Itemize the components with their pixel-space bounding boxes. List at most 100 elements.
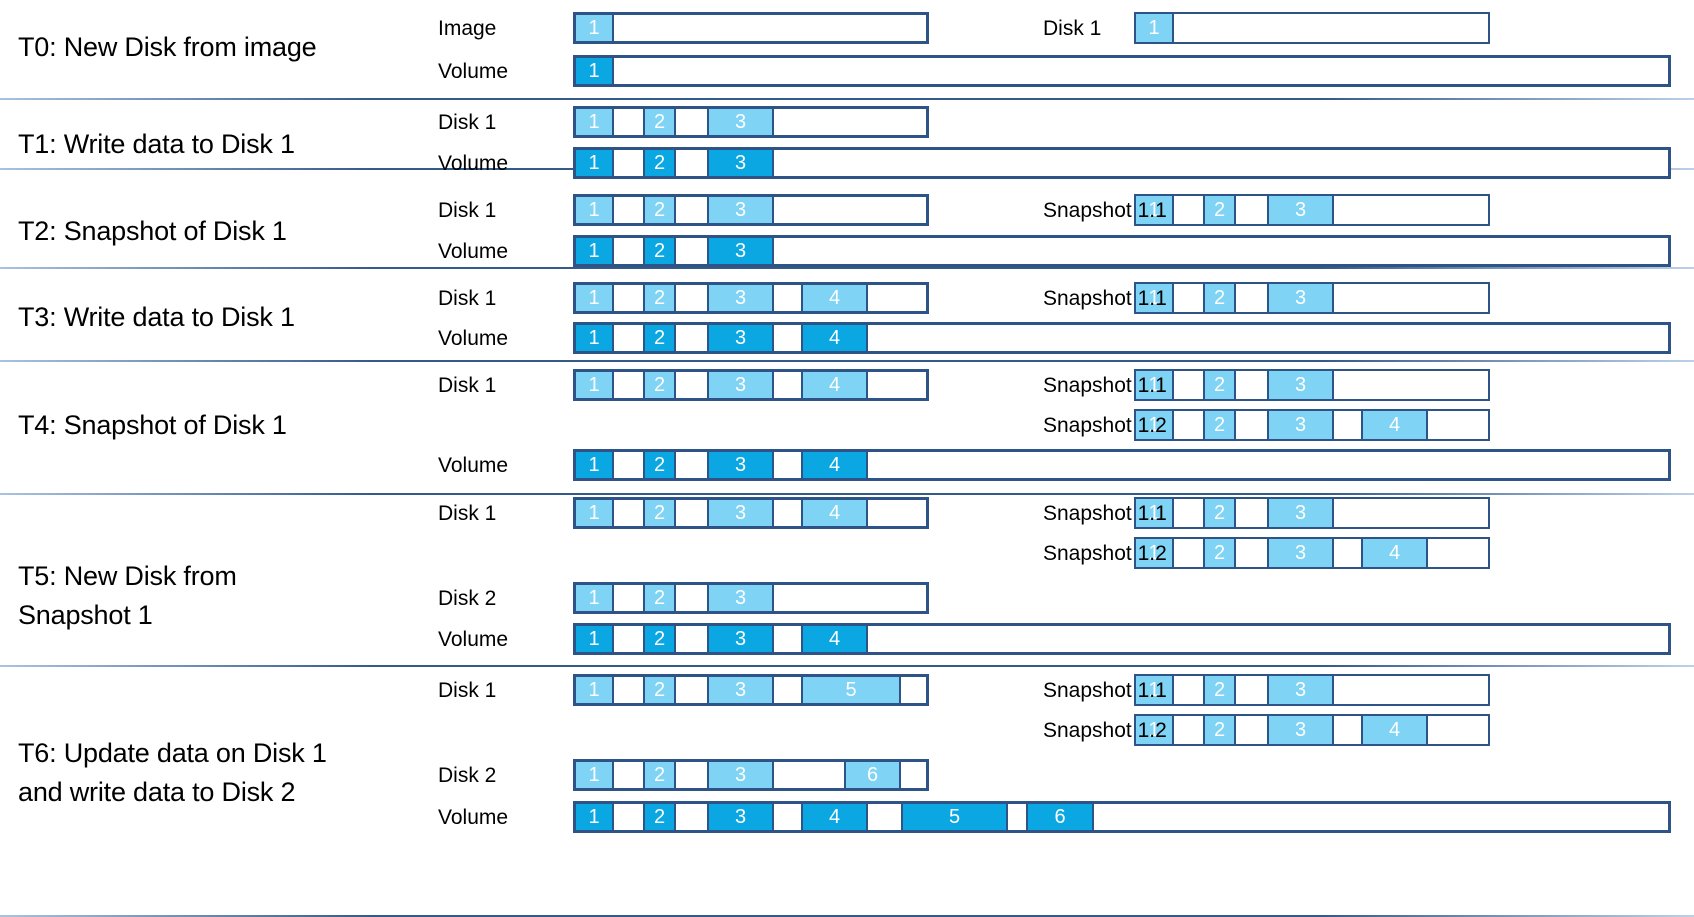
row-label-snapshot-1-1: Snapshot 1.1 (1043, 199, 1167, 222)
stage-label-t1: T1: Write data to Disk 1 (18, 129, 295, 159)
data-block-3: 3 (707, 109, 774, 135)
data-block-1: 1 (1136, 196, 1174, 224)
data-block-1: 1 (576, 626, 614, 652)
data-block-3: 3 (707, 762, 774, 788)
row-separator (0, 665, 1694, 667)
row-label-volume: Volume (438, 806, 509, 829)
stage-label-t3: T3: Write data to Disk 1 (18, 302, 295, 332)
data-block-2: 2 (643, 452, 676, 478)
data-block-1: 1 (576, 285, 614, 311)
data-block-6: 6 (844, 762, 901, 788)
data-block-1: 1 (576, 109, 614, 135)
data-block-2: 2 (643, 626, 676, 652)
row-label-volume: Volume (438, 152, 509, 175)
bar-T0-disk-1: 1 (1134, 12, 1490, 44)
data-block-2: 2 (643, 109, 676, 135)
data-block-3: 3 (707, 372, 774, 398)
bar-T0-image: 1 (573, 12, 929, 44)
data-block-2: 2 (643, 762, 676, 788)
data-block-4: 4 (801, 500, 868, 526)
bar-T2-volume: 1 2 3 (573, 235, 1671, 267)
data-block-2: 2 (643, 238, 676, 264)
row-label-snapshot-1-1: Snapshot 1.1 (1043, 287, 1167, 310)
data-block-3: 3 (707, 238, 774, 264)
data-block-2: 2 (643, 804, 676, 830)
data-block-2: 2 (643, 372, 676, 398)
data-block-1: 1 (576, 372, 614, 398)
data-block-3: 3 (1267, 716, 1334, 744)
data-block-3: 3 (1267, 499, 1334, 527)
row-label-disk-2: Disk 2 (438, 764, 497, 787)
row-label-snapshot-1-1: Snapshot 1.1 (1043, 374, 1167, 397)
data-block-3: 3 (1267, 411, 1334, 439)
data-block-1: 1 (576, 150, 614, 176)
data-block-4: 4 (801, 804, 868, 830)
data-block-1: 1 (576, 238, 614, 264)
data-block-1: 1 (576, 15, 614, 41)
data-block-2: 2 (1203, 676, 1236, 704)
data-block-3: 3 (707, 677, 774, 703)
data-block-4: 4 (1361, 716, 1428, 744)
data-block-4: 4 (801, 285, 868, 311)
row-separator (0, 915, 1694, 917)
data-block-2: 2 (1203, 539, 1236, 567)
data-block-2: 2 (1203, 284, 1236, 312)
data-block-4: 4 (801, 626, 868, 652)
data-block-1: 1 (1136, 716, 1174, 744)
data-block-2: 2 (1203, 371, 1236, 399)
data-block-5: 5 (901, 804, 1008, 830)
data-block-1: 1 (576, 197, 614, 223)
data-block-1: 1 (576, 452, 614, 478)
data-block-1: 1 (1136, 539, 1174, 567)
row-label-disk-1: Disk 1 (438, 374, 497, 397)
data-block-3: 3 (707, 197, 774, 223)
row-label-disk-1: Disk 1 (1043, 17, 1102, 40)
data-block-6: 6 (1026, 804, 1094, 830)
data-block-3: 3 (1267, 371, 1334, 399)
data-block-2: 2 (1203, 196, 1236, 224)
row-label-disk-2: Disk 2 (438, 587, 497, 610)
data-block-1: 1 (576, 58, 614, 84)
row-label-snapshot-1-2: Snapshot 1.2 (1043, 719, 1167, 742)
data-block-4: 4 (1361, 411, 1428, 439)
row-label-image: Image (438, 17, 497, 40)
row-separator (0, 360, 1694, 362)
data-block-1: 1 (1136, 14, 1174, 42)
data-block-3: 3 (707, 804, 774, 830)
row-separator (0, 98, 1694, 100)
stage-label-t4: T4: Snapshot of Disk 1 (18, 410, 287, 440)
data-block-2: 2 (643, 150, 676, 176)
row-label-volume: Volume (438, 240, 509, 263)
data-block-1: 1 (1136, 371, 1174, 399)
data-block-1: 1 (576, 500, 614, 526)
data-block-1: 1 (576, 762, 614, 788)
data-block-2: 2 (643, 285, 676, 311)
data-block-2: 2 (643, 500, 676, 526)
data-block-3: 3 (707, 325, 774, 351)
bar-T2-disk-1: 1 2 3 (573, 194, 929, 226)
data-block-1: 1 (576, 804, 614, 830)
data-block-2: 2 (643, 197, 676, 223)
row-label-volume: Volume (438, 628, 509, 651)
data-block-4: 4 (801, 452, 868, 478)
data-block-1: 1 (1136, 284, 1174, 312)
row-label-snapshot-1-2: Snapshot 1.2 (1043, 542, 1167, 565)
bar-T1-disk-1: 1 2 3 (573, 106, 929, 138)
data-block-5: 5 (801, 677, 901, 703)
data-block-1: 1 (1136, 676, 1174, 704)
